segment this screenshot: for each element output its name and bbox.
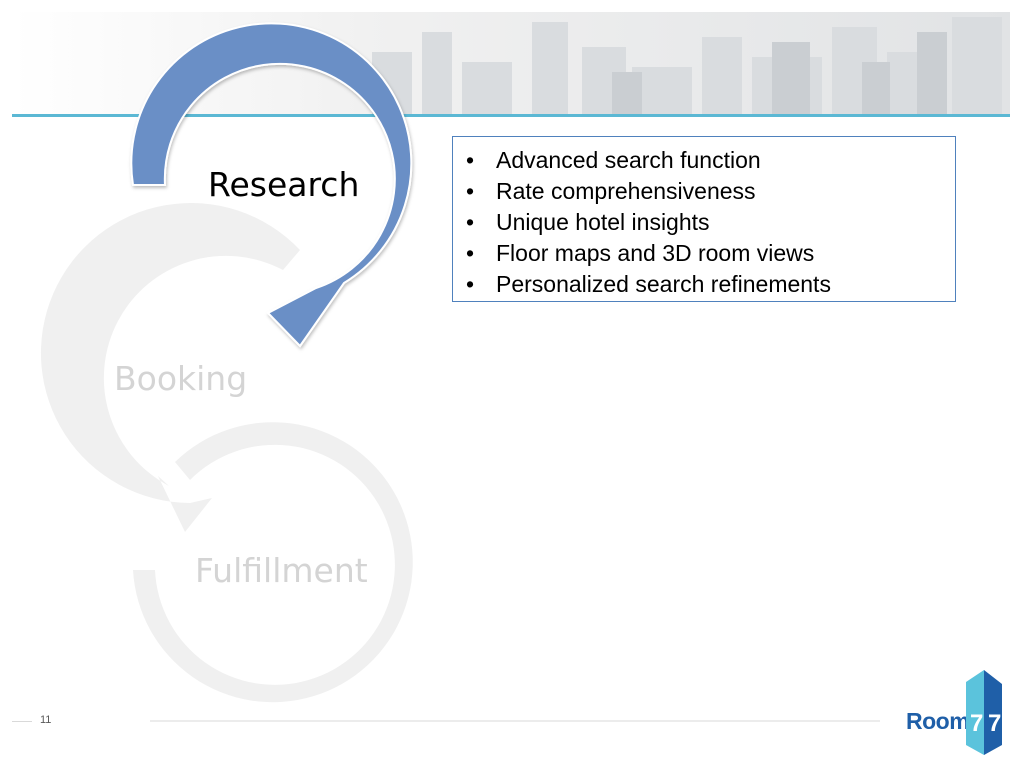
research-features-list: Advanced search function Rate comprehens… [463, 145, 945, 300]
logo-digit-1: 7 [970, 710, 984, 737]
cycle-label-research: Research [208, 165, 360, 204]
logo-digit-2: 7 [988, 710, 1002, 737]
cycle-arrow-research [130, 22, 413, 348]
bullet-item: Unique hotel insights [463, 207, 945, 238]
bullet-item: Rate comprehensiveness [463, 176, 945, 207]
header-accent-rule [12, 114, 1010, 117]
footer-rule-left [12, 721, 32, 722]
bullet-item: Personalized search refinements [463, 269, 945, 300]
cycle-label-fulfillment: Fulfillment [195, 551, 368, 590]
logo-word: Room [906, 708, 970, 734]
bullet-item: Advanced search function [463, 145, 945, 176]
footer-rule [150, 720, 880, 722]
cycle-label-booking: Booking [114, 359, 248, 398]
research-features-box: Advanced search function Rate comprehens… [452, 136, 956, 302]
bullet-item: Floor maps and 3D room views [463, 238, 945, 269]
page-number: 11 [40, 714, 52, 726]
room77-logo: Room 7 7 [900, 670, 1010, 755]
cycle-arrow-booking [40, 203, 300, 533]
logo-mark-icon [966, 670, 1002, 755]
